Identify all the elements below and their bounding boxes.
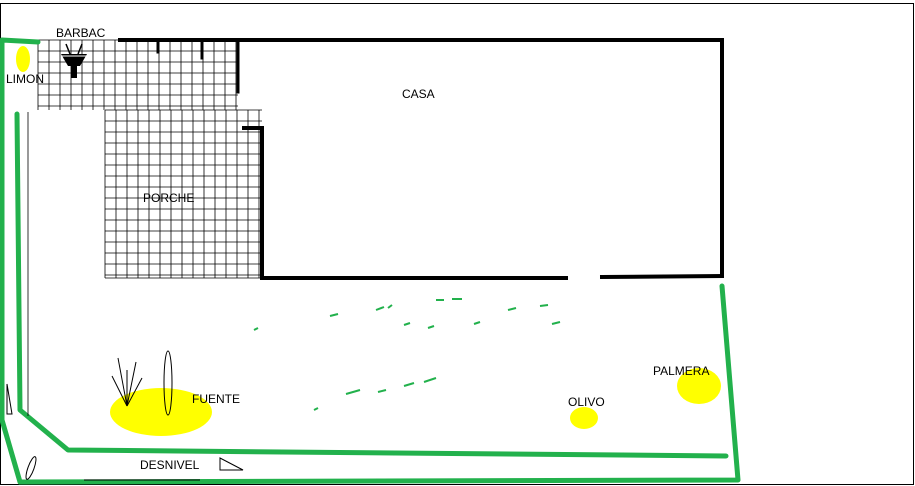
house-bottom-wall-right	[599, 273, 725, 280]
garden-inner-boundary	[14, 111, 729, 459]
lemon-tree	[16, 46, 30, 72]
label-barbacoa: BARBAC	[56, 26, 106, 40]
garden-outer-boundary	[0, 37, 741, 485]
label-porche: PORCHE	[143, 191, 194, 205]
fountain	[110, 388, 212, 436]
label-limon: LIMON	[6, 72, 44, 86]
label-palmera: PALMERA	[653, 364, 709, 378]
barbecue-grill-icon	[61, 43, 87, 78]
label-olivo: OLIVO	[568, 395, 605, 409]
slope-triangle-left-icon	[6, 383, 13, 415]
label-casa: CASA	[402, 87, 435, 101]
plant-sketch	[111, 350, 173, 416]
olive-tree	[570, 407, 598, 429]
slope-triangle-icon	[219, 457, 244, 471]
palm-tree	[677, 368, 721, 404]
house-walls	[118, 38, 725, 280]
grass-marks	[253, 298, 561, 411]
label-desnivel: DESNIVEL	[140, 458, 200, 472]
garden-boundary	[0, 37, 741, 485]
slope-markers	[6, 112, 244, 481]
label-fuente: FUENTE	[192, 392, 240, 406]
